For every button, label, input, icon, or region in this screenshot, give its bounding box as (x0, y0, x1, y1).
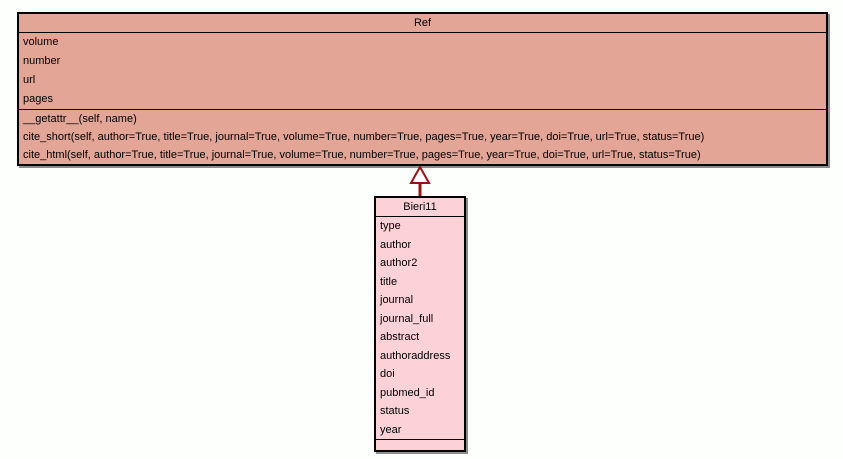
method-cite-short: cite_short(self, author=True, title=True… (23, 131, 705, 143)
attr-authoraddress: authoraddress (380, 349, 451, 362)
inheritance-arrow (409, 166, 431, 196)
class-title-bieri11[interactable]: Bieri11 (376, 198, 464, 217)
ref-attributes-compartment: volume number url pages (19, 33, 826, 109)
bieri11-methods-compartment-empty (376, 439, 464, 450)
attr-url: url (23, 74, 36, 86)
method-cite-html: cite_html(self, author=True, title=True,… (23, 149, 701, 161)
attr-pubmed-id: pubmed_id (380, 386, 435, 399)
attr-doi: doi (380, 368, 395, 380)
method-getattr: __getattr__(self, name) (23, 113, 137, 125)
attr-type: type (380, 220, 401, 232)
ref-methods-compartment: __getattr__(self, name) cite_short(self,… (19, 109, 826, 164)
attr-abstract: abstract (380, 331, 420, 343)
attr-author2: author2 (380, 257, 418, 269)
bieri11-attributes-compartment: type author author2 title journal journa… (376, 217, 464, 439)
attr-status: status (380, 405, 410, 417)
attr-volume: volume (23, 36, 59, 48)
attr-author: author (380, 238, 412, 251)
attr-pages: pages (23, 93, 53, 105)
attr-journal: journal (380, 294, 414, 306)
class-box-bieri11[interactable]: Bieri11 type author author2 title journa… (374, 196, 466, 452)
attr-number: number (23, 55, 61, 67)
attr-journal-full: journal_full (380, 312, 434, 325)
class-title-ref[interactable]: Ref (19, 14, 826, 33)
attr-title: title (380, 275, 398, 288)
class-box-ref[interactable]: Ref volume number url pages __getattr__(… (17, 12, 828, 166)
attr-year: year (380, 423, 402, 436)
